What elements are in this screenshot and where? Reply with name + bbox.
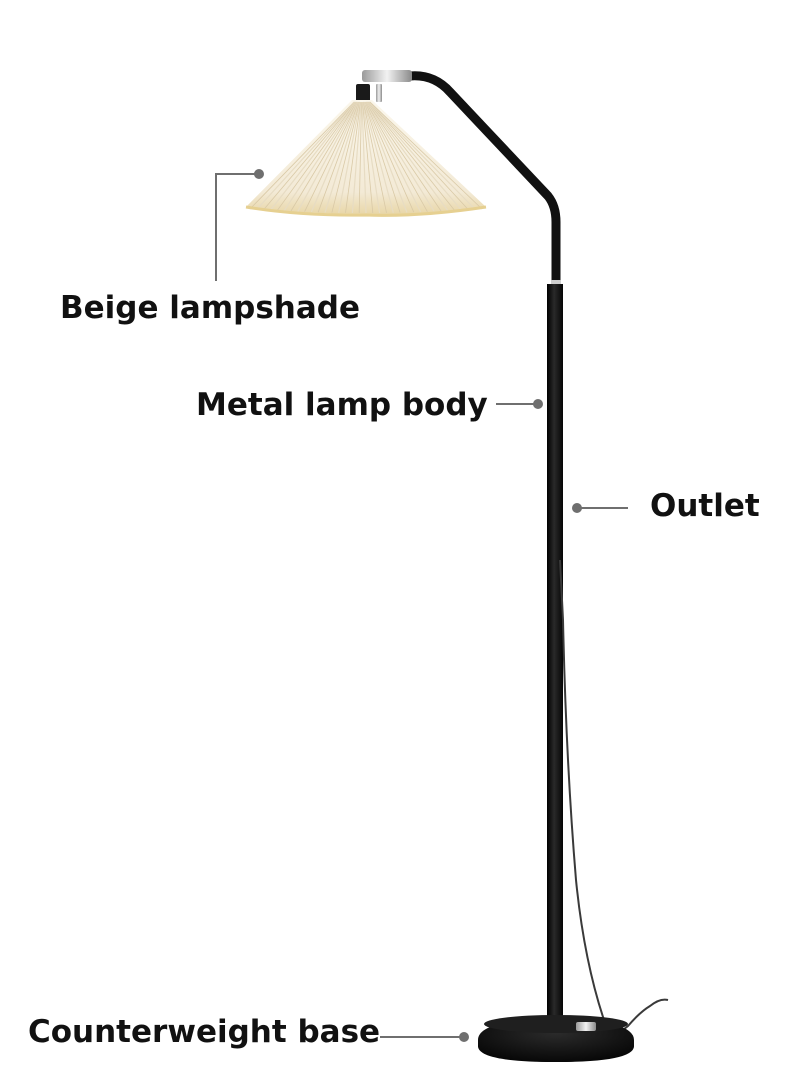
pleat-line: [366, 101, 435, 212]
pleat-line: [345, 101, 361, 213]
pleat-line: [362, 101, 381, 214]
pleat-line: [365, 101, 422, 213]
pleat-line: [351, 101, 362, 213]
leader-base: [380, 1032, 469, 1042]
pleat-line: [270, 101, 356, 211]
pleat-line: [369, 101, 483, 210]
pleat-line: [283, 101, 357, 212]
pleat-line: [367, 101, 456, 211]
top-joint: [356, 70, 412, 102]
pleat-line: [363, 101, 387, 213]
pleat-line: [364, 101, 415, 213]
lampshade-pleats: [249, 101, 483, 214]
pleat-line: [363, 101, 394, 213]
pleat-line: [263, 101, 356, 210]
lamp-pole: [547, 284, 563, 1024]
leader-lamp-body: [496, 399, 543, 409]
callout-label-lamp-body: Metal lamp body: [196, 387, 488, 423]
pleat-line: [368, 101, 469, 211]
pleat-line: [369, 101, 476, 210]
pleat-line: [367, 101, 449, 212]
pleat-line: [366, 101, 442, 212]
callout-label-outlet: Outlet: [650, 488, 760, 524]
pleat-line: [358, 101, 362, 213]
pleat-line: [362, 101, 374, 214]
leader-lampshade: [215, 169, 264, 281]
pleat-line: [368, 101, 462, 211]
pleat-line: [304, 101, 359, 212]
pleat-line: [256, 101, 355, 210]
lampshade: [245, 100, 487, 217]
pleat-line: [338, 101, 361, 213]
pleat-line: [290, 101, 358, 212]
pleat-line: [324, 101, 360, 213]
pleat-line: [249, 101, 355, 210]
callout-label-lampshade: Beige lampshade: [60, 290, 360, 326]
pleat-line: [364, 101, 408, 213]
callout-label-base: Counterweight base: [28, 1014, 381, 1050]
leader-outlet: [572, 503, 628, 513]
pleat-line: [276, 101, 357, 211]
power-cord: [559, 559, 669, 1033]
pleat-line: [364, 101, 401, 213]
lamp-arm: [405, 71, 561, 293]
pleat-line: [310, 101, 359, 213]
pleat-line: [365, 101, 428, 212]
counterweight-base: [478, 1015, 634, 1062]
pleat-line: [297, 101, 358, 212]
pleat-line: [361, 101, 367, 214]
pleat-line: [331, 101, 360, 213]
callout-leaders: [215, 169, 628, 1042]
pleat-line: [317, 101, 360, 213]
